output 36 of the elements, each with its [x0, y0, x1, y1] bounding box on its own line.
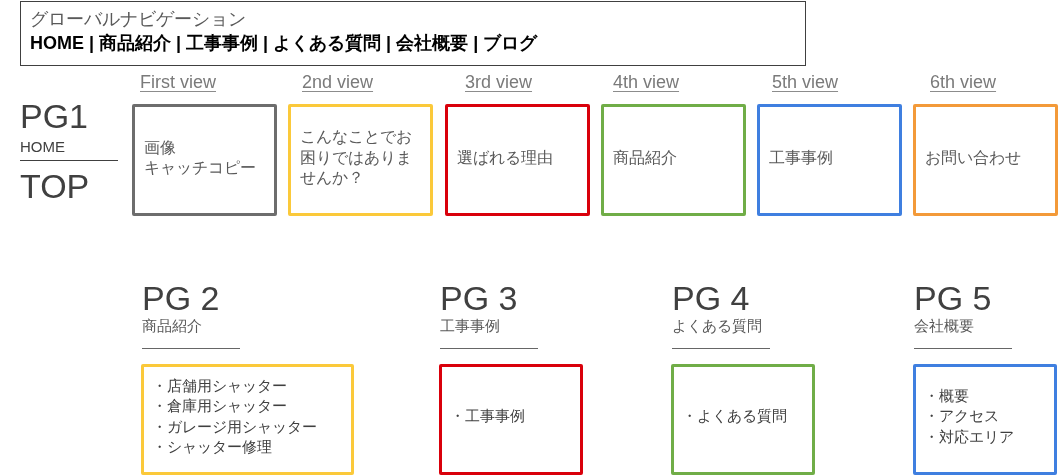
view-title: First view	[140, 72, 216, 93]
list-item: ・倉庫用シャッター	[152, 396, 287, 416]
view-title: 4th view	[613, 72, 680, 93]
nav-menu: HOME | 商品紹介 | 工事事例 | よくある質問 | 会社概要 | ブログ	[30, 31, 538, 55]
box-text: 画像	[144, 137, 176, 158]
page-title: 工事事例	[440, 317, 500, 335]
view-title: 5th view	[772, 72, 839, 93]
view-title: 2nd view	[302, 72, 374, 93]
list-item: ・概要	[924, 385, 969, 406]
list-item: ・店舗用シャッター	[152, 375, 287, 396]
nav-box	[20, 1, 806, 66]
box-text: 選ばれる理由	[457, 147, 553, 168]
page-title: 会社概要	[914, 317, 974, 335]
list-item: ・対応エリア	[924, 426, 1014, 447]
page-number: PG 5	[914, 281, 992, 315]
nav-title: グローバルナビゲーション	[30, 8, 246, 31]
page-number: PG 3	[440, 281, 518, 315]
box-text: 商品紹介	[613, 147, 677, 168]
page-number: PG 4	[672, 281, 750, 315]
view-title: 6th view	[930, 72, 997, 93]
box-text: キャッチコピー	[144, 158, 256, 178]
list-item: ・よくある質問	[682, 406, 787, 427]
list-item: ・シャッター修理	[152, 437, 272, 457]
page-number: PG1	[20, 99, 89, 133]
page-title: 商品紹介	[142, 317, 202, 335]
list-item: ・アクセス	[924, 406, 999, 427]
view-title: 3rd view	[465, 72, 533, 93]
list-item: ・ガレージ用シャッター	[152, 416, 317, 437]
list-item: ・工事事例	[450, 406, 525, 427]
page-title: よくある質問	[672, 317, 762, 335]
page-title: TOP	[20, 169, 90, 203]
page-number: PG 2	[142, 281, 220, 315]
box-text: 工事事例	[769, 147, 833, 168]
box-text: お問い合わせ	[925, 147, 1021, 168]
box-text: こんなことでお困りではありませんか？	[300, 127, 413, 189]
page-label: HOME	[20, 139, 65, 154]
